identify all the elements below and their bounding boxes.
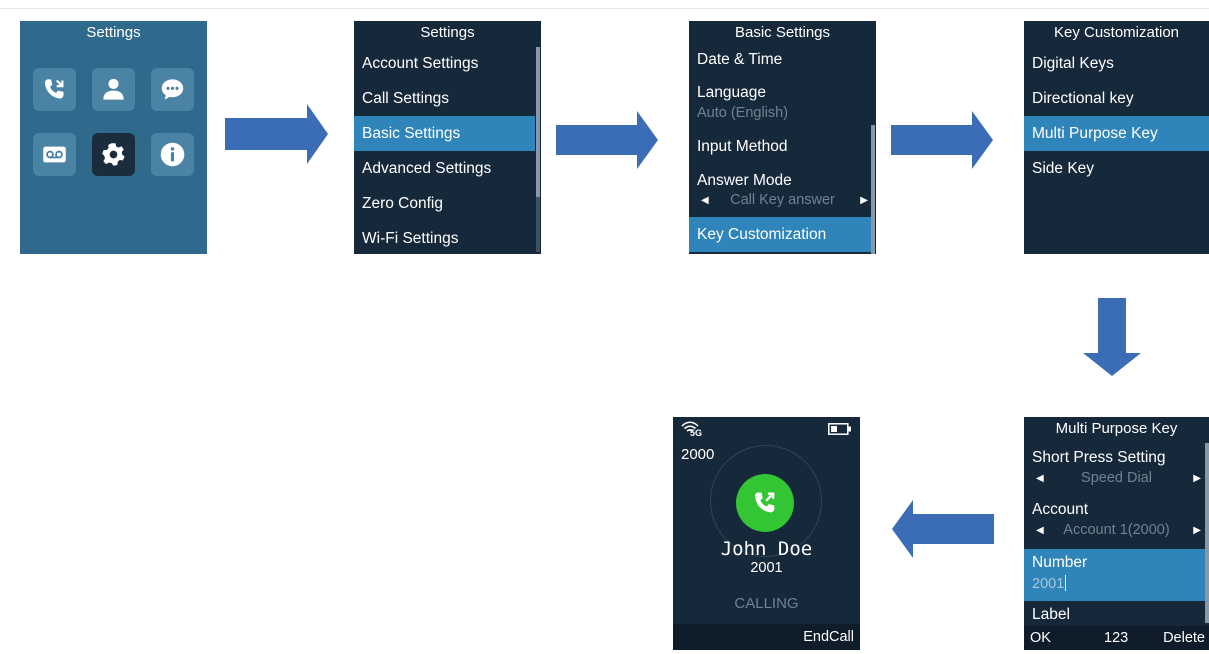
settings-tile[interactable] [92,133,135,176]
menu-item-basic-settings[interactable]: Basic Settings [354,116,535,151]
answer-mode-selector[interactable]: ◀ Call Key answer ▶ [697,192,868,208]
scroll-thumb[interactable] [871,125,875,254]
call-history-tile[interactable] [33,68,76,111]
voicemail-icon [43,146,66,163]
menu-item-account-settings[interactable]: Account Settings [362,55,479,72]
settings-screen: Settings Account Settings Call Settings … [354,21,541,254]
softkey-bar: EndCall [673,624,860,650]
wifi-5g-icon [681,421,699,432]
info-tile[interactable] [151,133,194,176]
call-history-icon [44,79,64,99]
menu-item-advanced-settings[interactable]: Advanced Settings [362,160,492,177]
right-arrow-icon[interactable]: ▶ [860,195,868,206]
key-customization-title: Key Customization [1053,24,1180,41]
multi-purpose-key-title: Multi Purpose Key [1055,420,1178,437]
callee-name: John Doe [720,538,813,560]
softkey-bar: OK 123 Delete [1024,626,1209,650]
flow-arrow-1 [225,104,328,164]
own-number: 2000 [681,446,715,463]
battery-icon [828,423,851,435]
number-label: Number [1032,554,1088,571]
menu-item-side-key[interactable]: Side Key [1032,160,1095,177]
call-status: CALLING [734,595,799,612]
home-title: Settings [86,24,141,41]
text-cursor [1065,575,1067,591]
account-selector[interactable]: ◀ Account 1(2000) ▶ [1032,522,1201,538]
contacts-icon [103,78,124,100]
input-mode-softkey[interactable]: 123 [1104,630,1129,646]
scroll-thumb[interactable] [1205,443,1209,623]
network-badge: 5G [690,428,703,438]
voicemail-tile[interactable] [33,133,76,176]
flow-arrow-2 [556,111,658,169]
input-method-item[interactable]: Input Method [697,138,788,155]
calling-screen: 5G 2000 John Doe 2001 CALLING EndCall [673,417,860,650]
flow-arrow-3 [891,111,993,169]
left-arrow-icon[interactable]: ◀ [1036,473,1044,484]
flow-arrow-left [892,500,994,558]
number-field[interactable]: Number 2001 [1024,549,1205,601]
callee-number: 2001 [750,560,783,576]
answer-mode-value: Call Key answer [730,192,835,208]
multi-purpose-key-screen: Multi Purpose Key Short Press Setting ◀ … [1024,417,1209,650]
left-arrow-icon[interactable]: ◀ [1036,525,1044,536]
date-time-item[interactable]: Date & Time [697,51,783,68]
flow-arrow-down [1083,298,1141,376]
menu-item-call-settings[interactable]: Call Settings [362,90,450,107]
top-divider [0,8,1209,9]
number-value: 2001 [1032,576,1065,592]
menu-item-multi-purpose-key[interactable]: Multi Purpose Key [1024,116,1209,151]
number-input[interactable]: 2001 [1032,575,1067,592]
messages-tile[interactable] [151,68,194,111]
language-label[interactable]: Language [697,84,766,101]
menu-item-digital-keys[interactable]: Digital Keys [1032,55,1114,72]
basic-settings-title: Basic Settings [734,24,831,41]
answer-mode-label[interactable]: Answer Mode [697,172,792,189]
short-press-value: Speed Dial [1081,470,1152,486]
language-value: Auto (English) [697,105,789,121]
key-customization-item[interactable]: Key Customization [689,217,872,252]
account-label[interactable]: Account [1032,501,1089,518]
label-field-label[interactable]: Label [1032,606,1070,623]
scroll-thumb[interactable] [536,47,540,197]
delete-softkey[interactable]: Delete [1163,630,1205,646]
menu-item-wifi-settings[interactable]: Wi-Fi Settings [362,230,459,247]
left-arrow-icon[interactable]: ◀ [701,195,709,206]
menu-item-zero-config[interactable]: Zero Config [362,195,443,212]
contacts-tile[interactable] [92,68,135,111]
call-ring [710,445,822,557]
messages-icon [161,79,184,100]
end-call-softkey[interactable]: EndCall [803,629,854,645]
short-press-selector[interactable]: ◀ Speed Dial ▶ [1032,470,1201,486]
gear-icon [102,143,125,166]
home-screen: Settings [20,21,207,254]
short-press-label[interactable]: Short Press Setting [1032,449,1166,466]
key-customization-screen: Key Customization Digital Keys Direction… [1024,21,1209,254]
account-value: Account 1(2000) [1063,522,1170,538]
info-icon [160,142,185,167]
ok-softkey[interactable]: OK [1030,630,1051,646]
menu-item-directional-key[interactable]: Directional key [1032,90,1134,107]
outgoing-call-icon [755,492,775,513]
right-arrow-icon[interactable]: ▶ [1193,525,1201,536]
settings-title: Settings [420,24,475,41]
call-button[interactable] [736,474,794,532]
right-arrow-icon[interactable]: ▶ [1193,473,1201,484]
basic-settings-screen: Basic Settings Date & Time Language Auto… [689,21,876,254]
